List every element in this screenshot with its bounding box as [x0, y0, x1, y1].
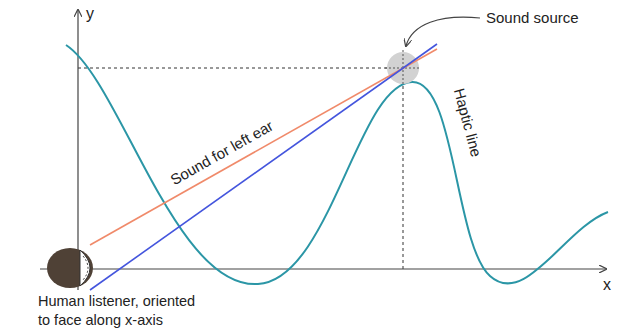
- haptic-wave: [66, 45, 608, 284]
- axis-label: x: [603, 275, 611, 294]
- listener-head: [47, 248, 93, 288]
- listener-face: [80, 250, 90, 286]
- line-label: Haptic line: [449, 84, 487, 160]
- line-label: Sound for left ear: [165, 114, 278, 189]
- right-ear-ray: [90, 44, 437, 290]
- guide-line: [403, 68, 404, 269]
- leader-arrow: [406, 17, 480, 46]
- guide-line: [78, 68, 403, 69]
- x-axis: [40, 268, 606, 269]
- face-detail: [83, 256, 88, 280]
- caption-label: Human listener, oriented to face along x…: [38, 292, 210, 330]
- axis-label: y: [86, 4, 94, 23]
- callout-label: Sound source: [486, 8, 579, 27]
- left-ear-ray: [90, 49, 437, 245]
- y-axis: [77, 10, 78, 290]
